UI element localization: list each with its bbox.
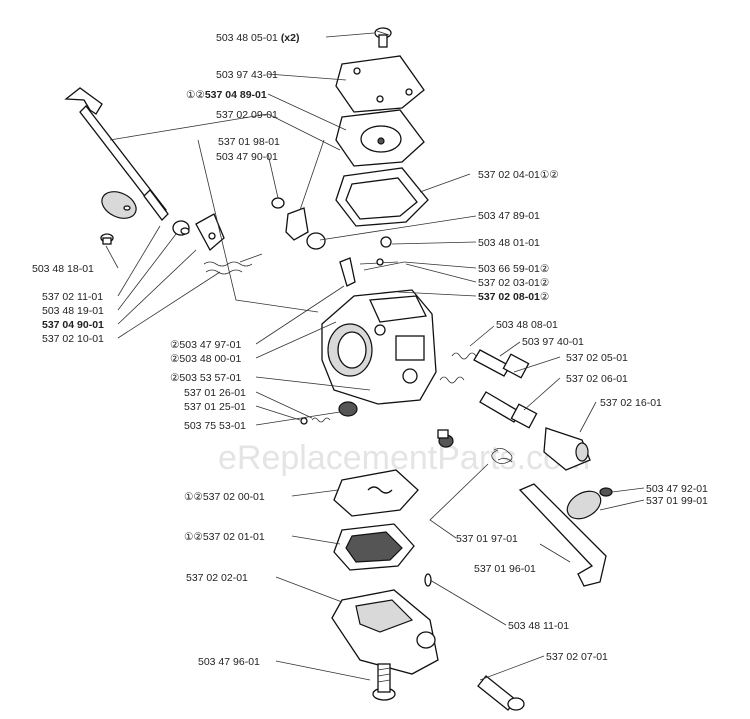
label-503-48-05-01: 503 48 05-01 (x2) (216, 32, 300, 44)
pump-gasket (333, 469, 419, 517)
choke-lever (195, 213, 225, 252)
pump-pin (271, 197, 285, 209)
watermark: eReplacementParts.com (218, 439, 590, 477)
label-537-02-04-01: 537 02 04-01①② (478, 169, 559, 181)
label-503-48-19-01: 503 48 19-01 (42, 305, 104, 317)
label-537-02-07-01: 537 02 07-01 (546, 651, 608, 663)
bushing (172, 220, 190, 236)
label-537-01-26-01: 537 01 26-01 (184, 387, 246, 399)
lever-arm (285, 207, 309, 241)
throttle-shaft (518, 483, 607, 587)
label-503-48-18-01: 503 48 18-01 (32, 263, 94, 275)
throttle-valve (566, 490, 602, 520)
label-537-02-00-01: ①②537 02 00-01 (184, 491, 265, 503)
label-537-02-01-01: ①②537 02 01-01 (184, 531, 265, 543)
label-537-04-89-01: ①②537 04 89-01 (186, 89, 267, 101)
label-503-97-40-01: 503 97 40-01 (522, 336, 584, 348)
label-537-02-08-01: 537 02 08-01② (478, 291, 550, 303)
fuel-fitting-screw (437, 429, 454, 448)
limiter-cap (543, 427, 591, 471)
label-503-97-43-01: 503 97 43-01 (216, 69, 278, 81)
label-503-47-97-01: ②503 47 97-01 (170, 339, 241, 351)
label-503-47-96-01: 503 47 96-01 (198, 656, 260, 668)
label-537-01-96-01: 537 01 96-01 (474, 563, 536, 575)
label-537-01-97-01: 537 01 97-01 (456, 533, 518, 545)
choke-spring (203, 253, 263, 275)
label-537-02-03-01: 537 02 03-01② (478, 277, 550, 289)
inlet-needle (339, 257, 356, 287)
label-503-66-59-01: 503 66 59-01② (478, 263, 550, 275)
label-503-53-57-01: ②503 53 57-01 (170, 372, 241, 384)
label-537-01-98-01: 537 01 98-01 (218, 136, 280, 148)
leader-lines (105, 32, 645, 681)
gasket (335, 167, 429, 227)
label-503-48-08-01: 503 48 08-01 (496, 319, 558, 331)
label-503-47-89-01: 503 47 89-01 (478, 210, 540, 222)
label-537-02-06-01: 537 02 06-01 (566, 373, 628, 385)
carburetor-body (321, 289, 437, 405)
label-503-48-01-01: 503 48 01-01 (478, 237, 540, 249)
label-537-01-99-01: 537 01 99-01 (646, 495, 708, 507)
label-537-02-05-01: 537 02 05-01 (566, 352, 628, 364)
adjust-screw-low (439, 376, 538, 429)
choke-shaft (64, 87, 169, 221)
pump-cover (331, 573, 439, 675)
label-503-47-92-01: 503 47 92-01 (646, 483, 708, 495)
label-537-04-90-01: 537 04 90-01 (42, 319, 104, 331)
valve-screw (100, 233, 114, 245)
throttle-valve-screw (599, 487, 613, 497)
label-503-48-11-01: 503 48 11-01 (508, 620, 569, 632)
adjust-screw-high (451, 349, 530, 379)
pump-cover-screw (372, 663, 396, 701)
cover-screw-long (477, 675, 525, 711)
throttle-spring (491, 448, 513, 464)
label-503-75-53-01: 503 75 53-01 (184, 420, 246, 432)
label-537-02-10-01: 537 02 10-01 (42, 333, 104, 345)
choke-valve (101, 191, 137, 219)
pump-diaphragm (333, 523, 415, 571)
idle-screw-cap (338, 401, 358, 417)
label-537-01-25-01: 537 01 25-01 (184, 401, 246, 413)
label-537-02-11-01: 537 02 11-01 (42, 291, 103, 303)
metering-diaphragm (335, 109, 425, 167)
label-537-02-09-01: 537 02 09-01 (216, 109, 278, 121)
label-537-02-16-01: 537 02 16-01 (600, 397, 662, 409)
top-screw (374, 27, 392, 48)
roller (306, 232, 326, 250)
label-503-47-90-01: 503 47 90-01 (216, 151, 278, 163)
label-503-48-00-01: ②503 48 00-01 (170, 353, 241, 365)
metering-lever (359, 236, 405, 271)
idle-spring-small (300, 417, 331, 425)
cover-plate (335, 55, 425, 113)
label-537-02-02-01: 537 02 02-01 (186, 572, 248, 584)
